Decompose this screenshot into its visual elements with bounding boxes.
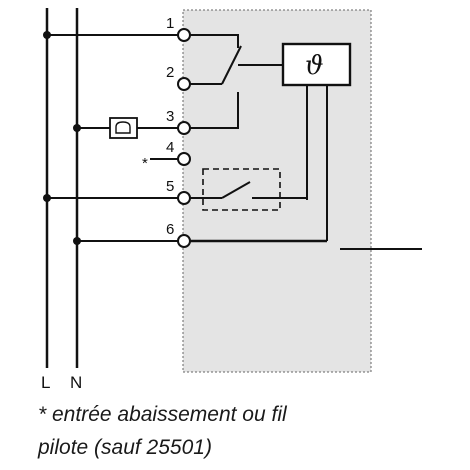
terminal-6-label: 6 [166, 221, 174, 238]
terminal-3 [177, 121, 191, 135]
terminal-3-label: 3 [166, 108, 174, 125]
terminal-1-label: 1 [166, 15, 174, 32]
terminal-4 [177, 152, 191, 166]
terminal-4-asterisk: * [142, 155, 148, 172]
footnote-line-2: pilote (sauf 25501) [38, 436, 212, 459]
terminal-1 [177, 28, 191, 42]
terminal-5-label: 5 [166, 178, 174, 195]
terminal-6 [177, 234, 191, 248]
footnote: * entrée abaissement ou fil pilote (sauf… [38, 398, 458, 464]
neutral-label: N [70, 373, 82, 392]
changeover-contact [190, 34, 283, 129]
thermostat-sensor-icon: ϑ [281, 42, 352, 87]
footnote-line-1: * entrée abaissement ou fil [38, 403, 287, 426]
thermostat-symbol: ϑ [305, 51, 324, 81]
switch-contact-icon [190, 168, 307, 211]
terminal-5 [177, 191, 191, 205]
indicator-lamp-icon [109, 117, 138, 139]
terminal-2 [177, 77, 191, 91]
terminal-4-label: 4 [166, 139, 174, 156]
live-label: L [41, 373, 50, 392]
terminal-2-label: 2 [166, 64, 174, 81]
